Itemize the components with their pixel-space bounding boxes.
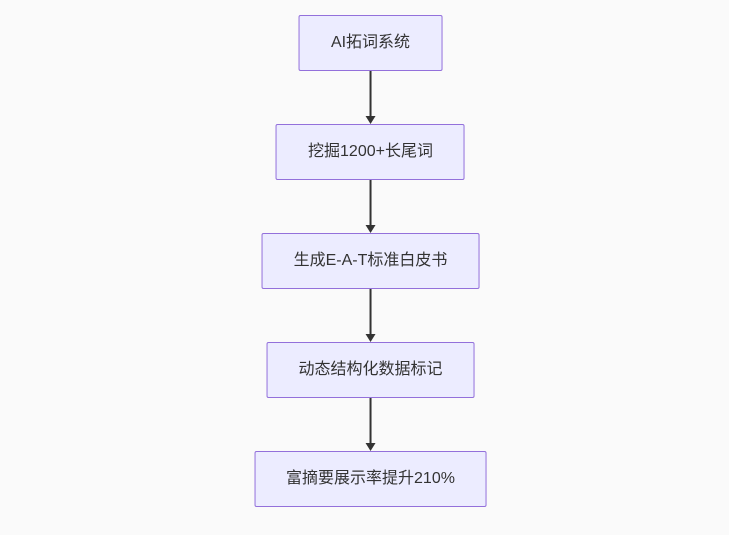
flowchart: AI拓词系统 挖掘1200+长尾词 生成E-A-T标准白皮书 动态结构化数据标记 (254, 15, 487, 507)
flow-node-label: AI拓词系统 (330, 34, 411, 51)
flow-node-3: 生成E-A-T标准白皮书 (261, 233, 480, 289)
arrow-down-icon (365, 334, 376, 342)
arrow-line (369, 71, 372, 116)
flow-node-label: 动态结构化数据标记 (298, 361, 443, 378)
flow-node-5: 富摘要展示率提升210% (254, 451, 487, 507)
flow-node-4: 动态结构化数据标记 (266, 342, 475, 398)
flow-arrow-3 (365, 289, 377, 342)
arrow-line (369, 289, 372, 334)
arrow-down-icon (365, 443, 376, 451)
flow-arrow-2 (365, 180, 377, 233)
arrow-down-icon (365, 225, 376, 233)
flow-node-2: 挖掘1200+长尾词 (276, 124, 465, 180)
flow-node-1: AI拓词系统 (298, 15, 443, 71)
arrow-line (369, 398, 372, 443)
flow-node-label: 富摘要展示率提升210% (286, 470, 455, 487)
flow-node-label: 生成E-A-T标准白皮书 (293, 252, 448, 269)
flow-node-label: 挖掘1200+长尾词 (308, 143, 433, 160)
flow-arrow-4 (365, 398, 377, 451)
arrow-line (369, 180, 372, 225)
arrow-down-icon (365, 116, 376, 124)
flow-arrow-1 (365, 71, 377, 124)
